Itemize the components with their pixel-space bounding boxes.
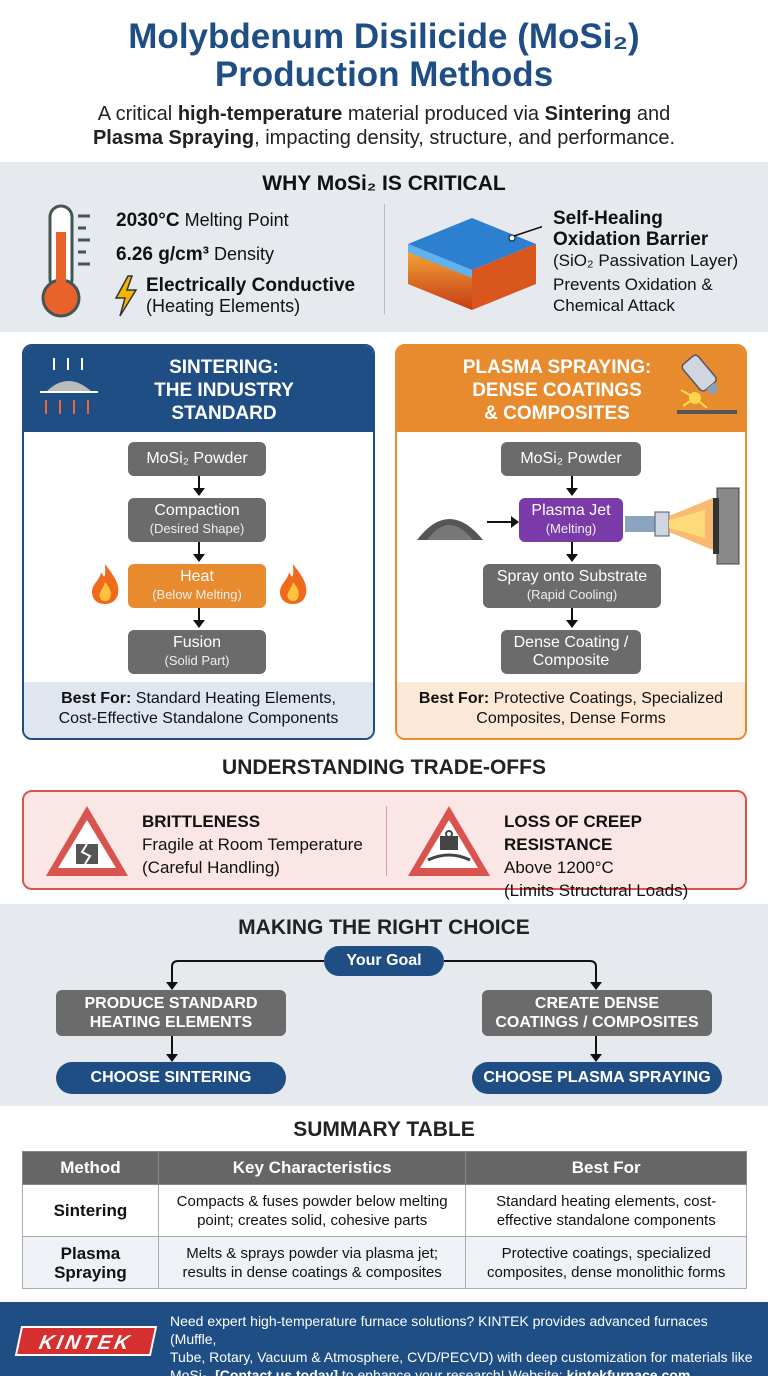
- why-section: WHY MoSi₂ IS CRITICAL 2030°C Melting Poi…: [0, 162, 768, 332]
- page-subtitle: A critical high-temperature material pro…: [92, 103, 676, 149]
- flame-icon: [92, 564, 119, 604]
- column-header: Best For: [465, 1151, 747, 1185]
- table-row: Sintering Compacts & fuses powder below …: [22, 1184, 747, 1237]
- arrow: [193, 608, 205, 628]
- melting-point-stat: 2030°C Melting Point: [116, 210, 289, 231]
- divider: [386, 806, 387, 876]
- spray-gun-icon: [625, 487, 740, 565]
- density-stat: 6.26 g/cm³ Density: [116, 244, 274, 265]
- thermometer-icon: [41, 204, 90, 318]
- website-link[interactable]: kintekfurnace.com: [566, 1367, 691, 1376]
- choice-section: MAKING THE RIGHT CHOICE Your Goal PRODUC…: [0, 904, 768, 1106]
- plasma-step-spray: Spray onto Substrate(Rapid Cooling): [483, 564, 661, 608]
- kintek-logo: KINTEK: [14, 1326, 158, 1356]
- arrow: [193, 476, 205, 496]
- page-title: Molybdenum Disilicide (MoSi₂)Production …: [128, 17, 640, 94]
- arrow: [566, 608, 578, 628]
- choose-plasma-button[interactable]: CHOOSE PLASMA SPRAYING: [472, 1062, 722, 1094]
- plasma-step-coating: Dense Coating /Composite: [501, 630, 641, 674]
- powder-pile-icon: [417, 516, 519, 540]
- your-goal-label: Your Goal: [324, 946, 444, 976]
- layer-block-icon: [408, 218, 542, 310]
- column-header: Method: [22, 1151, 159, 1185]
- warning-cracked-icon: [46, 806, 128, 876]
- plasma-flow: MoSi₂ Powder Plasma Jet(Melting) Spray o…: [397, 432, 745, 684]
- plasma-best-for: Best For: Protective Coatings, Specializ…: [397, 682, 745, 738]
- plasma-step-powder: MoSi₂ Powder: [501, 442, 641, 476]
- decision-arrows: [166, 960, 602, 1062]
- sint-step-heat: Heat(Below Melting): [128, 564, 266, 608]
- arrow: [566, 542, 578, 562]
- footer: KINTEK Need expert high-temperature furn…: [0, 1302, 768, 1376]
- sintering-best-for: Best For: Standard Heating Elements,Cost…: [24, 682, 373, 738]
- why-heading: WHY MoSi₂ IS CRITICAL: [262, 172, 506, 195]
- summary-heading: SUMMARY TABLE: [293, 1118, 475, 1141]
- lightning-icon: [114, 275, 138, 317]
- plasma-torch-icon: [677, 354, 737, 414]
- sintering-flow: MoSi₂ Powder Compaction(Desired Shape) H…: [24, 432, 373, 684]
- plasma-step-jet: Plasma Jet(Melting): [519, 498, 623, 542]
- table-cell: Melts & sprays powder via plasma jet;res…: [157, 1236, 467, 1289]
- tradeoffs-heading: UNDERSTANDING TRADE-OFFS: [222, 756, 546, 779]
- header: Molybdenum Disilicide (MoSi₂)Production …: [0, 0, 768, 160]
- footer-text: Need expert high-temperature furnace sol…: [170, 1312, 755, 1376]
- arrow: [566, 476, 578, 496]
- oxidation-desc: Prevents Oxidation &Chemical Attack: [553, 275, 713, 315]
- powder-press-icon: [40, 358, 98, 414]
- warning-weight-icon: [408, 806, 490, 876]
- column-header: Key Characteristics: [157, 1151, 467, 1185]
- choose-sintering-button[interactable]: CHOOSE SINTERING: [56, 1062, 286, 1094]
- sint-step-compaction: Compaction(Desired Shape): [128, 498, 266, 542]
- contact-link[interactable]: [Contact us today]: [215, 1367, 339, 1376]
- divider: [384, 204, 385, 314]
- arrow: [193, 542, 205, 562]
- plasma-panel: PLASMA SPRAYING:DENSE COATINGS& COMPOSIT…: [395, 344, 747, 740]
- sint-step-fusion: Fusion(Solid Part): [128, 630, 266, 674]
- choice-heading: MAKING THE RIGHT CHOICE: [238, 916, 530, 939]
- plasma-header: PLASMA SPRAYING:DENSE COATINGS& COMPOSIT…: [397, 346, 745, 432]
- flame-icon: [280, 564, 307, 604]
- conductive-stat: Electrically Conductive(Heating Elements…: [146, 275, 356, 316]
- table-cell: Standard heating elements, cost-effectiv…: [465, 1184, 747, 1237]
- sint-step-powder: MoSi₂ Powder: [128, 442, 266, 476]
- table-cell: Sintering: [22, 1184, 159, 1237]
